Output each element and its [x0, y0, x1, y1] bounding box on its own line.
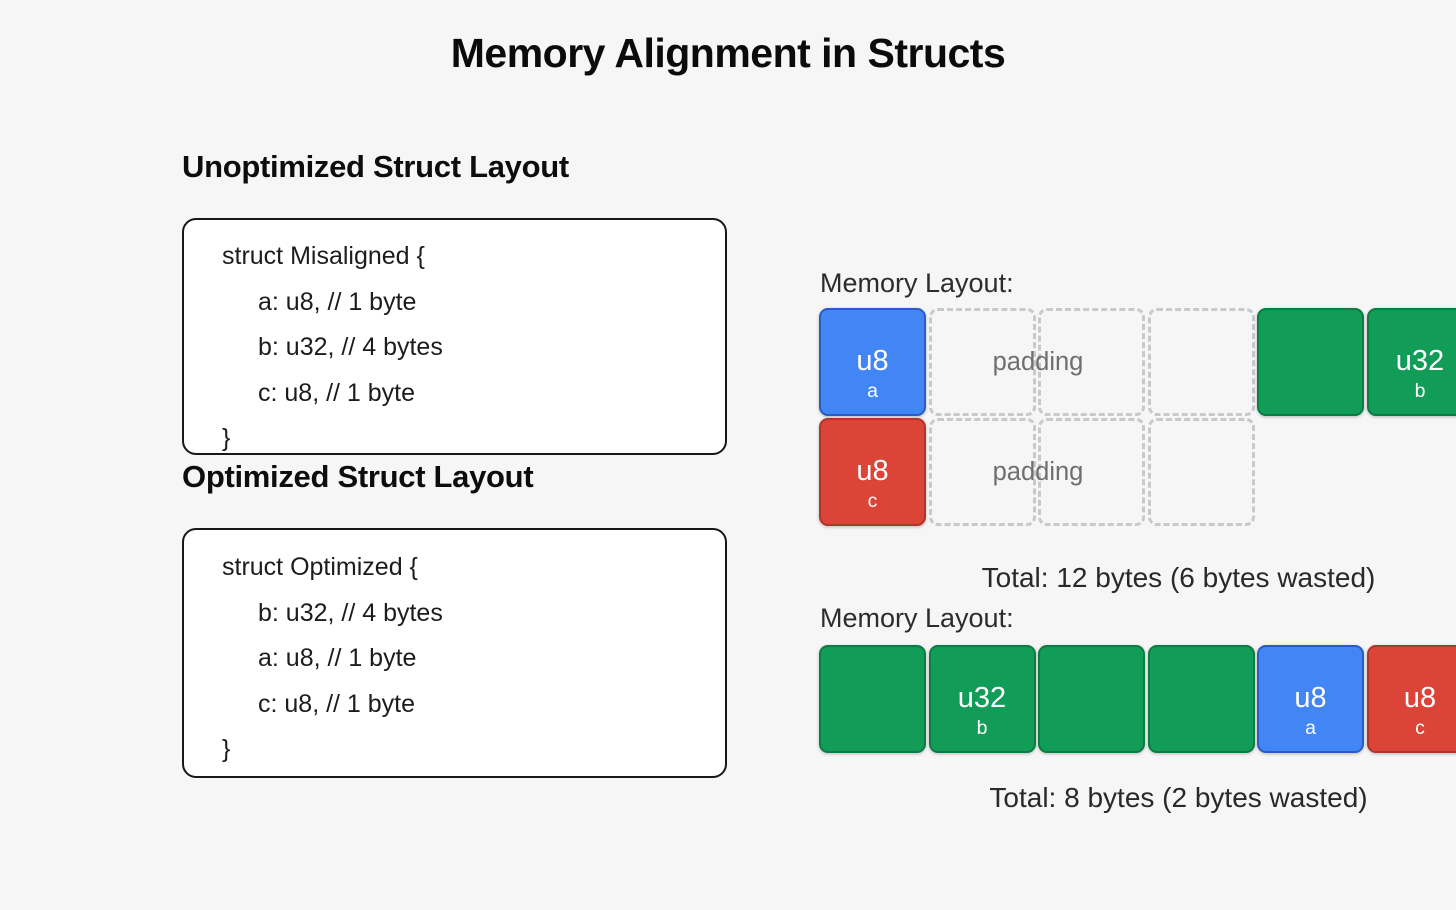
cell-type-label: u32: [957, 682, 1007, 714]
code-line: struct Optimized {: [222, 553, 418, 581]
cell-type-label: u32: [1395, 345, 1445, 377]
total-label-unoptimized: Total: 12 bytes (6 bytes wasted): [981, 562, 1376, 593]
memory-grid-optimized: u32 b u8 a u8 c: [819, 645, 1456, 755]
cell-label-stack: u32 b: [931, 659, 1034, 763]
cell-label-stack: u8 c: [821, 432, 924, 536]
code-line: }: [222, 735, 231, 763]
memory-layout-label-optimized: Memory Layout:: [820, 603, 1014, 633]
code-line: a: u8, // 1 byte: [258, 287, 417, 316]
padding-byte-cell: [928, 418, 1036, 526]
padding-byte-cell: [1038, 418, 1145, 526]
code-line: b: u32, // 4 bytes: [258, 598, 443, 627]
cell-label-stack: u32 b: [1369, 322, 1456, 426]
code-line: b: u32, // 4 bytes: [258, 333, 443, 361]
cell-field-name-label: c: [867, 490, 878, 512]
cell-field-name-label: b: [1414, 380, 1426, 402]
heading-unoptimized-struct-layout: Unoptimized Struct Layout: [182, 149, 569, 184]
cell-type-label: u8: [1294, 682, 1327, 714]
field-byte-cell-u8-c: u8 c: [819, 418, 926, 526]
field-byte-cell: [1147, 645, 1255, 753]
field-byte-cell-u8-a: u8 a: [819, 308, 926, 416]
cell-label-stack: u8 a: [821, 322, 924, 426]
field-byte-cell-u8-c: u8 c: [1366, 645, 1456, 753]
code-line: c: u8, // 1 byte: [258, 689, 416, 718]
cell-field-name-label: c: [1415, 717, 1425, 739]
heading-optimized-struct-layout: Optimized Struct Layout: [182, 459, 534, 494]
field-byte-cell: [819, 645, 926, 753]
padding-byte-cell: [1147, 418, 1255, 526]
memory-row: u32 b u8 a u8 c: [819, 645, 1456, 753]
cell-field-name-label: a: [1305, 717, 1316, 739]
code-box-misaligned: struct Misaligned { a: u8, // 1 byte b: u3…: [182, 218, 727, 455]
field-byte-cell: [1038, 645, 1145, 753]
code-line: a: u8, // 1 byte: [258, 644, 417, 672]
code-box-optimized: struct Optimized { b: u32, // 4 bytes a: u…: [182, 528, 727, 778]
padding-byte-cell: [928, 308, 1036, 416]
code-line: struct Misaligned {: [222, 242, 425, 270]
code-line: }: [222, 424, 231, 452]
cell-field-name-label: a: [867, 380, 878, 402]
cell-type-label: u8: [1403, 682, 1437, 714]
page-title: Memory Alignment in Structs: [450, 30, 1006, 76]
field-byte-cell: [1257, 308, 1364, 416]
cell-type-label: u8: [856, 345, 889, 377]
cell-type-label: u8: [856, 455, 889, 487]
cell-label-stack: u8 c: [1369, 659, 1456, 763]
cell-field-name-label: b: [976, 717, 988, 739]
field-byte-cell-u8-a: u8 a: [1257, 645, 1364, 753]
memory-layout-label-unoptimized: Memory Layout:: [820, 268, 1014, 298]
total-label-optimized: Total: 8 bytes (2 bytes wasted): [989, 782, 1368, 813]
padding-byte-cell: [1147, 308, 1255, 416]
field-byte-cell-u32-b: u32 b: [1366, 308, 1456, 416]
padding-byte-cell: [1038, 308, 1145, 416]
field-byte-cell-u32-b: u32 b: [928, 645, 1036, 753]
code-line: c: u8, // 1 byte: [258, 378, 416, 407]
cell-label-stack: u8 a: [1259, 659, 1362, 763]
